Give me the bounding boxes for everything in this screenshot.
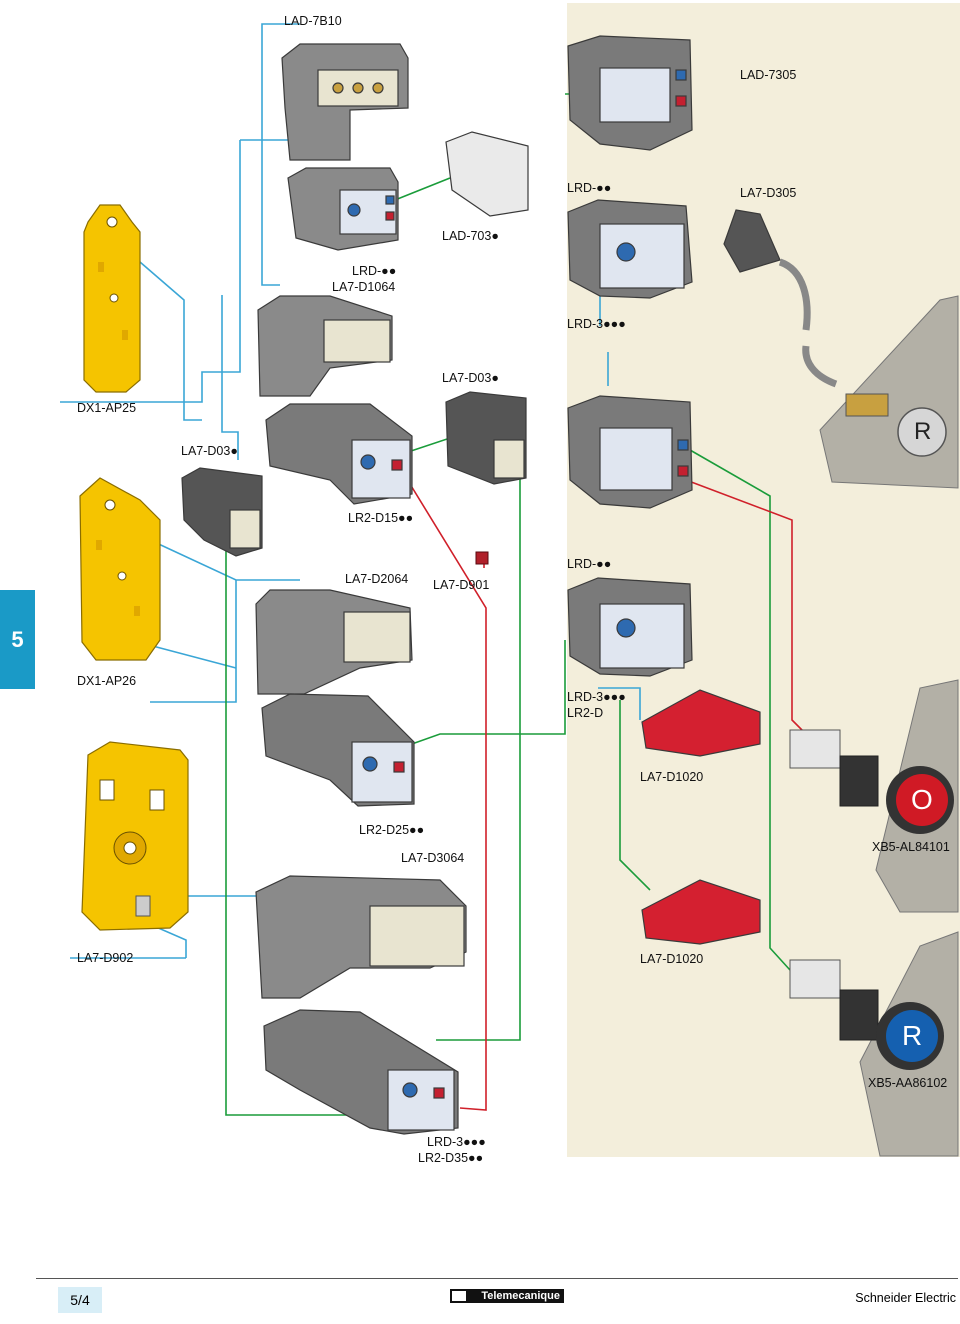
label-lad-703: LAD-703● [442,229,499,243]
label-la7-d1020-b: LA7-D1020 [640,952,704,966]
label-lrd-c: LRD-●● [567,557,612,571]
label-la7-d901: LA7-D901 [433,578,490,592]
label-lr2-d15: LR2-D15●● [348,511,414,525]
label-la7-d03-a: LA7-D03● [442,371,499,385]
label-lrd-3b: LRD-3●●● [567,690,626,704]
red-connector-lines [409,479,813,1111]
mounting-plate-dx1-ap25 [83,204,141,393]
page-number: 5/4 [58,1287,102,1313]
label-dx1-ap25: DX1-AP25 [77,401,137,415]
mounting-plate-la7-d902 [81,741,189,931]
label-lr2-d35: LR2-D35●● [418,1151,484,1165]
label-lr2-d25: LR2-D25●● [359,823,425,837]
relay-bodies [181,35,838,1135]
label-xb5-al84101: XB5-AL84101 [872,840,950,854]
label-la7-d2064: LA7-D2064 [345,572,409,586]
label-lrd-b: LRD-●● [352,264,397,278]
brand-logo: Telemecanique [450,1289,564,1303]
section-tab: 5 [0,590,35,689]
stop-button-letter: O [911,784,933,815]
label-dx1-ap26: DX1-AP26 [77,674,137,688]
reset-pushbutton-blue [789,959,944,1070]
label-la7-d1020-a: LA7-D1020 [640,770,704,784]
label-la7-d902: LA7-D902 [77,951,134,965]
label-lr2-d: LR2-D [567,706,604,720]
footer-divider [36,1278,958,1279]
reset-button-letter: R [914,418,932,445]
label-lrd-3c: LRD-3●●● [427,1135,486,1149]
reset-button-letter-blue: R [902,1020,923,1051]
label-lrd-a: LRD-●● [567,181,612,195]
label-la7-d305: LA7-D305 [740,186,797,200]
company-name: Schneider Electric [855,1291,956,1305]
reset-pushbutton-grey [845,393,947,457]
brand-logo-mark [452,1291,466,1301]
lr2-d-small-accessory [475,551,489,565]
stop-pushbutton-red [789,729,954,834]
label-la7-d3064: LA7-D3064 [401,851,465,865]
label-xb5-aa86102: XB5-AA86102 [868,1076,948,1090]
label-lad-7b10: LAD-7B10 [284,14,342,28]
mounting-plate-dx1-ap26 [79,477,161,661]
label-lrd-3a: LRD-3●●● [567,317,626,331]
label-la7-d03-b: LA7-D03● [181,444,238,458]
label-lad-7305: LAD-7305 [740,68,797,82]
label-la7-d1064: LA7-D1064 [332,280,396,294]
